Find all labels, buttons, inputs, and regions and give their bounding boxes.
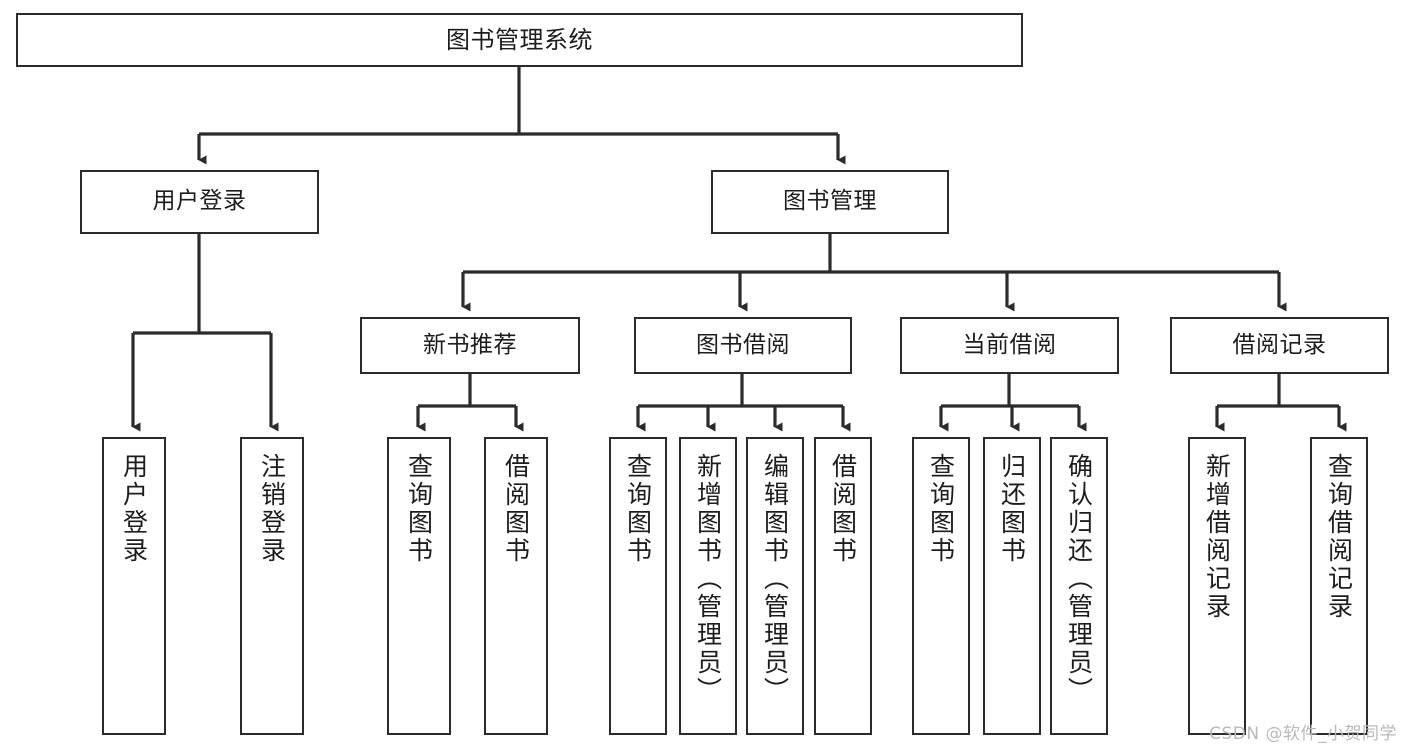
node-label: 新增图书（管理员） [693,453,723,705]
node-new-book-rec[interactable]: 新书推荐 [360,317,580,374]
node-label: 查询图书 [926,453,956,565]
node-label: 归还图书 [997,453,1027,565]
node-borrow-record[interactable]: 借阅记录 [1170,317,1389,374]
node-root[interactable]: 图书管理系统 [16,13,1023,67]
watermark-text: CSDN @软件_小贺同学 [1209,724,1397,744]
node-leaf-query-record[interactable]: 查询借阅记录 [1310,437,1368,735]
node-leaf-query-book-3[interactable]: 查询图书 [912,437,970,735]
node-label: 查询借阅记录 [1324,453,1354,621]
node-label: 借阅记录 [1232,331,1327,358]
node-current-borrow[interactable]: 当前借阅 [900,317,1119,374]
node-label: 编辑图书（管理员） [760,453,790,705]
node-book-borrow[interactable]: 图书借阅 [634,317,852,374]
node-leaf-confirm-return[interactable]: 确认归还（管理员） [1050,437,1108,735]
node-label: 查询图书 [623,453,653,565]
node-label: 借阅图书 [828,453,858,565]
node-label: 新书推荐 [423,331,517,358]
node-leaf-add-book[interactable]: 新增图书（管理员） [679,437,737,735]
node-leaf-borrow-book-1[interactable]: 借阅图书 [484,437,548,735]
node-label: 图书借阅 [696,331,790,358]
node-leaf-logout[interactable]: 注销登录 [240,437,304,735]
node-leaf-add-record[interactable]: 新增借阅记录 [1188,437,1246,735]
node-label: 注销登录 [257,453,287,565]
node-leaf-borrow-book-2[interactable]: 借阅图书 [814,437,872,735]
node-label: 图书管理系统 [446,25,593,54]
node-label: 图书管理 [783,188,877,215]
node-label: 新增借阅记录 [1202,453,1232,621]
node-leaf-return-book[interactable]: 归还图书 [983,437,1041,735]
node-label: 确认归还（管理员） [1064,453,1094,705]
node-user-login[interactable]: 用户登录 [80,170,319,234]
node-leaf-query-book-2[interactable]: 查询图书 [609,437,667,735]
node-book-manage[interactable]: 图书管理 [711,170,949,234]
node-leaf-query-book-1[interactable]: 查询图书 [387,437,451,735]
node-leaf-edit-book[interactable]: 编辑图书（管理员） [746,437,804,735]
node-label: 用户登录 [119,453,149,565]
node-label: 查询图书 [404,453,434,565]
node-leaf-user-login[interactable]: 用户登录 [102,437,166,735]
node-label: 当前借阅 [962,331,1057,358]
node-label: 用户登录 [152,188,247,215]
node-label: 借阅图书 [501,453,531,565]
